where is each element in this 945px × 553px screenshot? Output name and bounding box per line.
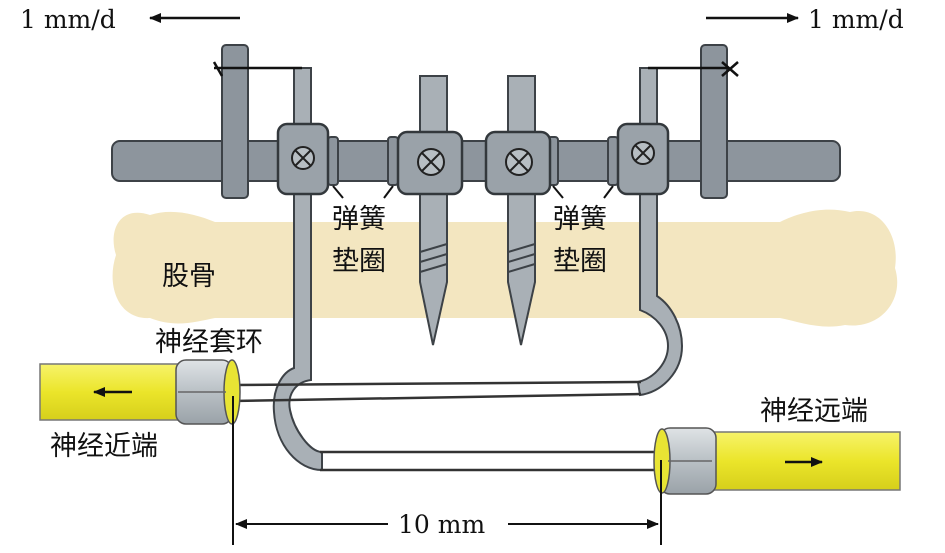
nerve-distal-stump — [699, 431, 901, 491]
nerve-proximal-label: 神经近端 — [50, 431, 158, 462]
femur-bone — [112, 209, 898, 327]
clamp-2 — [396, 130, 464, 196]
nerve-ring-right — [653, 427, 717, 495]
nerve-ring-left — [175, 359, 241, 425]
cross-circle-icon — [505, 148, 533, 176]
spring-leaders — [332, 185, 614, 199]
cross-circle-icon — [291, 146, 315, 170]
bone-screw-right — [507, 75, 536, 346]
nerve-ring-label: 神经套环 — [155, 327, 263, 358]
nerve-wires — [231, 380, 665, 472]
spring-label-left-line2: 垫圈 — [332, 246, 386, 277]
spring-label-right-line1: 弹簧 — [553, 204, 607, 235]
distance-label: 10 mm — [398, 510, 485, 539]
clamp-3 — [484, 130, 552, 196]
top-linkages — [212, 61, 739, 77]
nerve-distal-label: 神经远端 — [760, 396, 868, 427]
clamp-4 — [616, 122, 670, 196]
left-outer-bar — [221, 44, 249, 199]
clamp-1 — [276, 122, 330, 196]
cross-circle-icon — [631, 141, 655, 165]
distance-dimension — [232, 396, 662, 545]
bone-screw-left — [419, 75, 448, 346]
rate-label-left: 1 mm/d — [20, 5, 116, 34]
spring-label-right-line2: 垫圈 — [553, 246, 607, 277]
spring-label-left-line1: 弹簧 — [332, 204, 386, 235]
right-outer-bar — [700, 44, 728, 199]
rate-label-right: 1 mm/d — [808, 5, 904, 34]
cross-circle-icon — [417, 148, 445, 176]
bone-label: 股骨 — [162, 261, 216, 292]
